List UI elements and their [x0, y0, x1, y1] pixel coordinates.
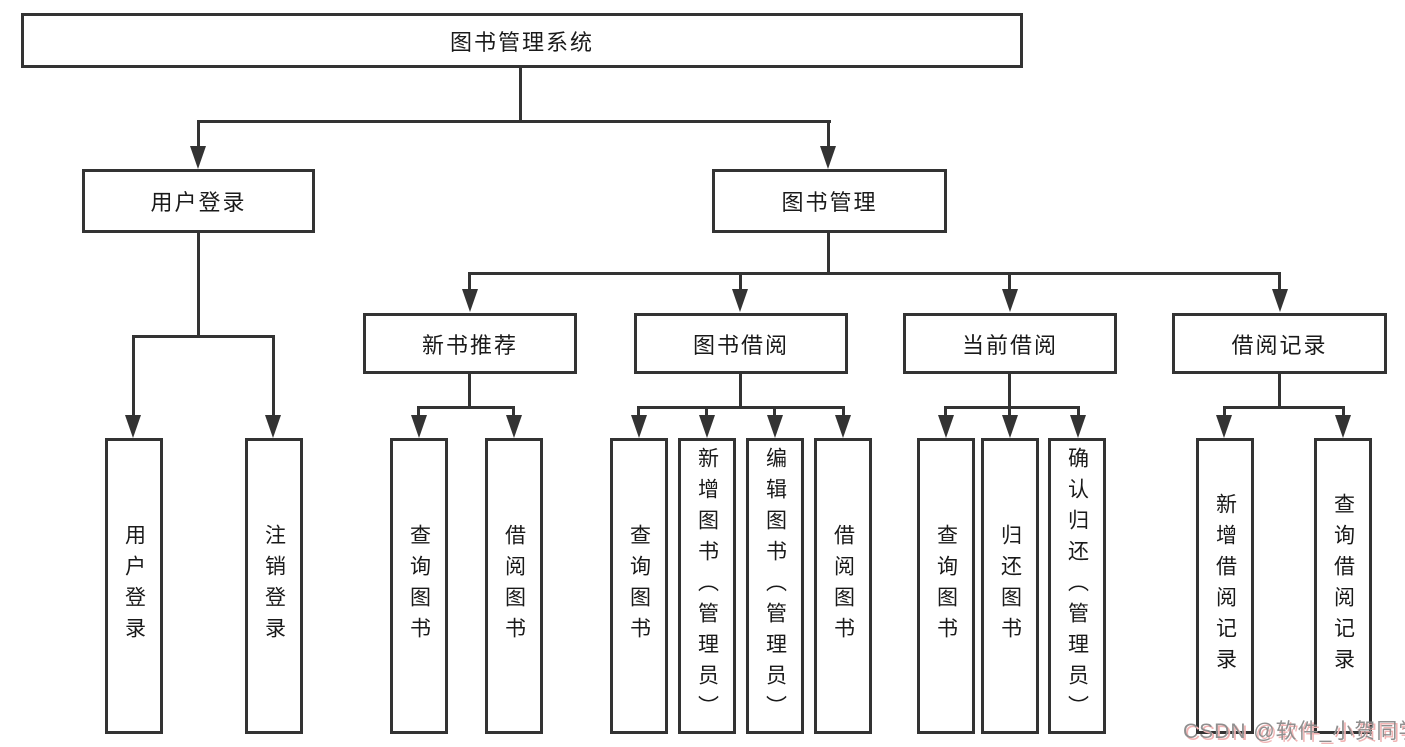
arrowhead-down-icon: [732, 289, 748, 312]
connector-newbook-vline: [468, 374, 471, 408]
connector-bookmgmt-hline: [468, 272, 1281, 275]
arrowhead-down-icon: [125, 415, 141, 438]
leaf-current-return-books: 归还图书: [981, 438, 1039, 734]
arrowhead-down-icon: [938, 415, 954, 438]
leaf-current-return-books-label: 归还图书: [998, 524, 1022, 648]
connector-current-hline: [944, 406, 1080, 409]
connector-current-vline: [1008, 374, 1011, 408]
connector-records-stem-1: [1223, 406, 1226, 417]
leaf-borrow-borrow-books: 借阅图书: [814, 438, 872, 734]
connector-borrow-vline: [739, 374, 742, 408]
arrowhead-down-icon: [462, 289, 478, 312]
connector-userlogin-hline: [132, 335, 275, 338]
leaf-user-login: 用户登录: [105, 438, 163, 734]
leaf-borrow-add-books-admin-label: 新增图书（管理员）: [695, 446, 719, 726]
node-book-borrow: 图书借阅: [634, 313, 848, 374]
connector-records-vline: [1278, 374, 1281, 408]
connector-root-stem-left: [197, 120, 200, 148]
arrowhead-down-icon: [631, 415, 647, 438]
leaf-records-query-record-label: 查询借阅记录: [1331, 493, 1355, 679]
arrowhead-down-icon: [506, 415, 522, 438]
arrowhead-down-icon: [1335, 415, 1351, 438]
node-user-login: 用户登录: [82, 169, 315, 233]
connector-borrow-stem-2: [705, 406, 708, 417]
connector-bookmgmt-stem-4: [1278, 272, 1281, 291]
node-book-management: 图书管理: [712, 169, 947, 233]
connector-borrow-stem-3: [773, 406, 776, 417]
csdn-watermark: CSDN @软件_小贺同学: [1183, 720, 1405, 743]
arrowhead-down-icon: [1070, 415, 1086, 438]
leaf-borrow-query-books-label: 查询图书: [627, 524, 651, 648]
leaf-borrow-edit-books-admin-label: 编辑图书（管理员）: [763, 446, 787, 726]
connector-newbook-stem-2: [512, 406, 515, 417]
node-root-system: 图书管理系统: [21, 13, 1023, 68]
connector-root-stem-right: [827, 120, 830, 148]
leaf-logout: 注销登录: [245, 438, 303, 734]
node-new-book-recommend: 新书推荐: [363, 313, 577, 374]
arrowhead-down-icon: [820, 146, 836, 169]
connector-borrow-hline: [637, 406, 845, 409]
leaf-borrow-query-books: 查询图书: [610, 438, 668, 734]
arrowhead-down-icon: [767, 415, 783, 438]
leaf-logout-label: 注销登录: [262, 524, 286, 648]
leaf-current-confirm-return-admin: 确认归还（管理员）: [1048, 438, 1106, 734]
connector-newbook-hline: [417, 406, 515, 409]
connector-userlogin-vline: [197, 233, 200, 336]
node-borrow-records-label: 借阅记录: [1231, 332, 1328, 358]
leaf-records-add-record-label: 新增借阅记录: [1213, 493, 1237, 679]
node-current-borrow-label: 当前借阅: [961, 332, 1058, 358]
node-root-label: 图书管理系统: [449, 29, 594, 55]
arrowhead-down-icon: [1002, 415, 1018, 438]
connector-newbook-stem-1: [417, 406, 420, 417]
leaf-borrow-borrow-books-label: 借阅图书: [831, 524, 855, 648]
node-borrow-records: 借阅记录: [1172, 313, 1387, 374]
connector-userlogin-stem-right: [272, 335, 275, 415]
connector-userlogin-stem-left: [132, 335, 135, 415]
connector-root-hline: [197, 120, 831, 123]
connector-bookmgmt-vline: [827, 233, 830, 275]
node-user-login-label: 用户登录: [150, 190, 247, 215]
leaf-records-query-record: 查询借阅记录: [1314, 438, 1372, 734]
arrowhead-down-icon: [835, 415, 851, 438]
leaf-borrow-add-books-admin: 新增图书（管理员）: [678, 438, 736, 734]
connector-bookmgmt-stem-1: [468, 272, 471, 291]
leaf-current-query-books: 查询图书: [917, 438, 975, 734]
connector-records-stem-2: [1342, 406, 1345, 417]
arrowhead-down-icon: [411, 415, 427, 438]
leaf-user-login-label: 用户登录: [122, 524, 146, 648]
leaf-borrow-edit-books-admin: 编辑图书（管理员）: [746, 438, 804, 734]
leaf-current-confirm-return-admin-label: 确认归还（管理员）: [1065, 446, 1089, 726]
leaf-newbook-borrow-books: 借阅图书: [485, 438, 543, 734]
arrowhead-down-icon: [699, 415, 715, 438]
leaf-newbook-query-books: 查询图书: [390, 438, 448, 734]
leaf-newbook-query-books-label: 查询图书: [407, 524, 431, 648]
node-book-management-label: 图书管理: [781, 190, 878, 215]
arrowhead-down-icon: [265, 415, 281, 438]
connector-current-stem-2: [1008, 406, 1011, 417]
node-book-borrow-label: 图书借阅: [692, 332, 789, 358]
arrowhead-down-icon: [1272, 289, 1288, 312]
leaf-records-add-record: 新增借阅记录: [1196, 438, 1254, 734]
connector-current-stem-3: [1077, 406, 1080, 417]
node-current-borrow: 当前借阅: [903, 313, 1117, 374]
node-new-book-recommend-label: 新书推荐: [421, 332, 518, 358]
leaf-newbook-borrow-books-label: 借阅图书: [502, 524, 526, 648]
leaf-current-query-books-label: 查询图书: [934, 524, 958, 648]
connector-borrow-stem-1: [637, 406, 640, 417]
arrowhead-down-icon: [190, 146, 206, 169]
arrowhead-down-icon: [1216, 415, 1232, 438]
connector-bookmgmt-stem-2: [739, 272, 742, 291]
connector-root-vline: [519, 68, 522, 120]
connector-bookmgmt-stem-3: [1008, 272, 1011, 291]
connector-borrow-stem-4: [842, 406, 845, 417]
arrowhead-down-icon: [1002, 289, 1018, 312]
connector-records-hline: [1223, 406, 1345, 409]
connector-current-stem-1: [944, 406, 947, 417]
